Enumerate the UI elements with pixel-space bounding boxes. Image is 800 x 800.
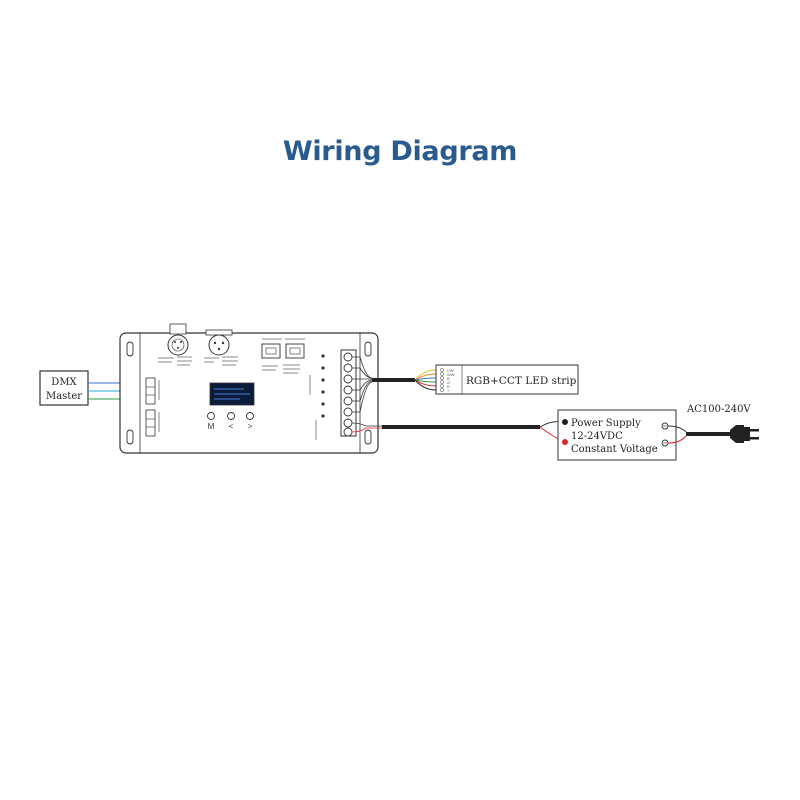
output-terminal-block	[340, 349, 357, 437]
diagram-title: Wiring Diagram	[282, 136, 518, 167]
next-button-label: >	[248, 422, 253, 431]
dmx-master-box: DMX Master	[39, 370, 89, 406]
rj45-ports	[261, 338, 305, 374]
mount-slot	[126, 429, 134, 445]
mode-button[interactable]	[207, 412, 215, 420]
dmx-master-label-2: Master	[46, 391, 82, 402]
led-pin-g: G	[447, 380, 450, 385]
power-supply-label-1: Power Supply	[571, 418, 641, 429]
control-buttons: M < >	[207, 412, 254, 431]
connector-fine-print	[158, 356, 238, 366]
power-supply-label-3: Constant Voltage	[571, 444, 658, 455]
ac-plug-icon	[730, 425, 759, 443]
mount-slot	[126, 341, 134, 357]
ac-mains: AC100-240V	[667, 404, 759, 444]
xlr-3pin-connector	[205, 329, 233, 356]
led-pin-cw: CW	[447, 368, 454, 373]
prev-button-label: <	[229, 422, 234, 431]
power-supply-label-2: 12-24VDC	[571, 431, 623, 442]
prev-button[interactable]	[227, 412, 235, 420]
led-pin-plus: +	[447, 388, 450, 393]
mount-slot	[364, 429, 372, 445]
power-supply: Power Supply 12-24VDC Constant Voltage	[557, 409, 677, 461]
led-output-wiring	[352, 356, 437, 413]
dmx-master-label-1: DMX	[51, 377, 77, 388]
dmx-input-terminal	[145, 377, 160, 437]
xlr-5pin-connector	[167, 323, 189, 356]
ac-voltage-label: AC100-240V	[686, 404, 751, 415]
mode-button-label: M	[208, 422, 215, 431]
led-strip-label: RGB+CCT LED strip	[466, 375, 577, 387]
mount-slot	[364, 341, 372, 357]
led-pin-b: B	[447, 376, 450, 381]
led-pin-r: R	[447, 384, 450, 389]
led-pin-ww: WW	[447, 372, 455, 377]
dmx-decoder: M < >	[119, 323, 379, 454]
led-strip: CW WW B G R + RGB+CCT LED strip	[435, 364, 579, 395]
next-button[interactable]	[246, 412, 254, 420]
power-input-wiring	[351, 421, 565, 443]
channel-leds	[309, 354, 325, 440]
